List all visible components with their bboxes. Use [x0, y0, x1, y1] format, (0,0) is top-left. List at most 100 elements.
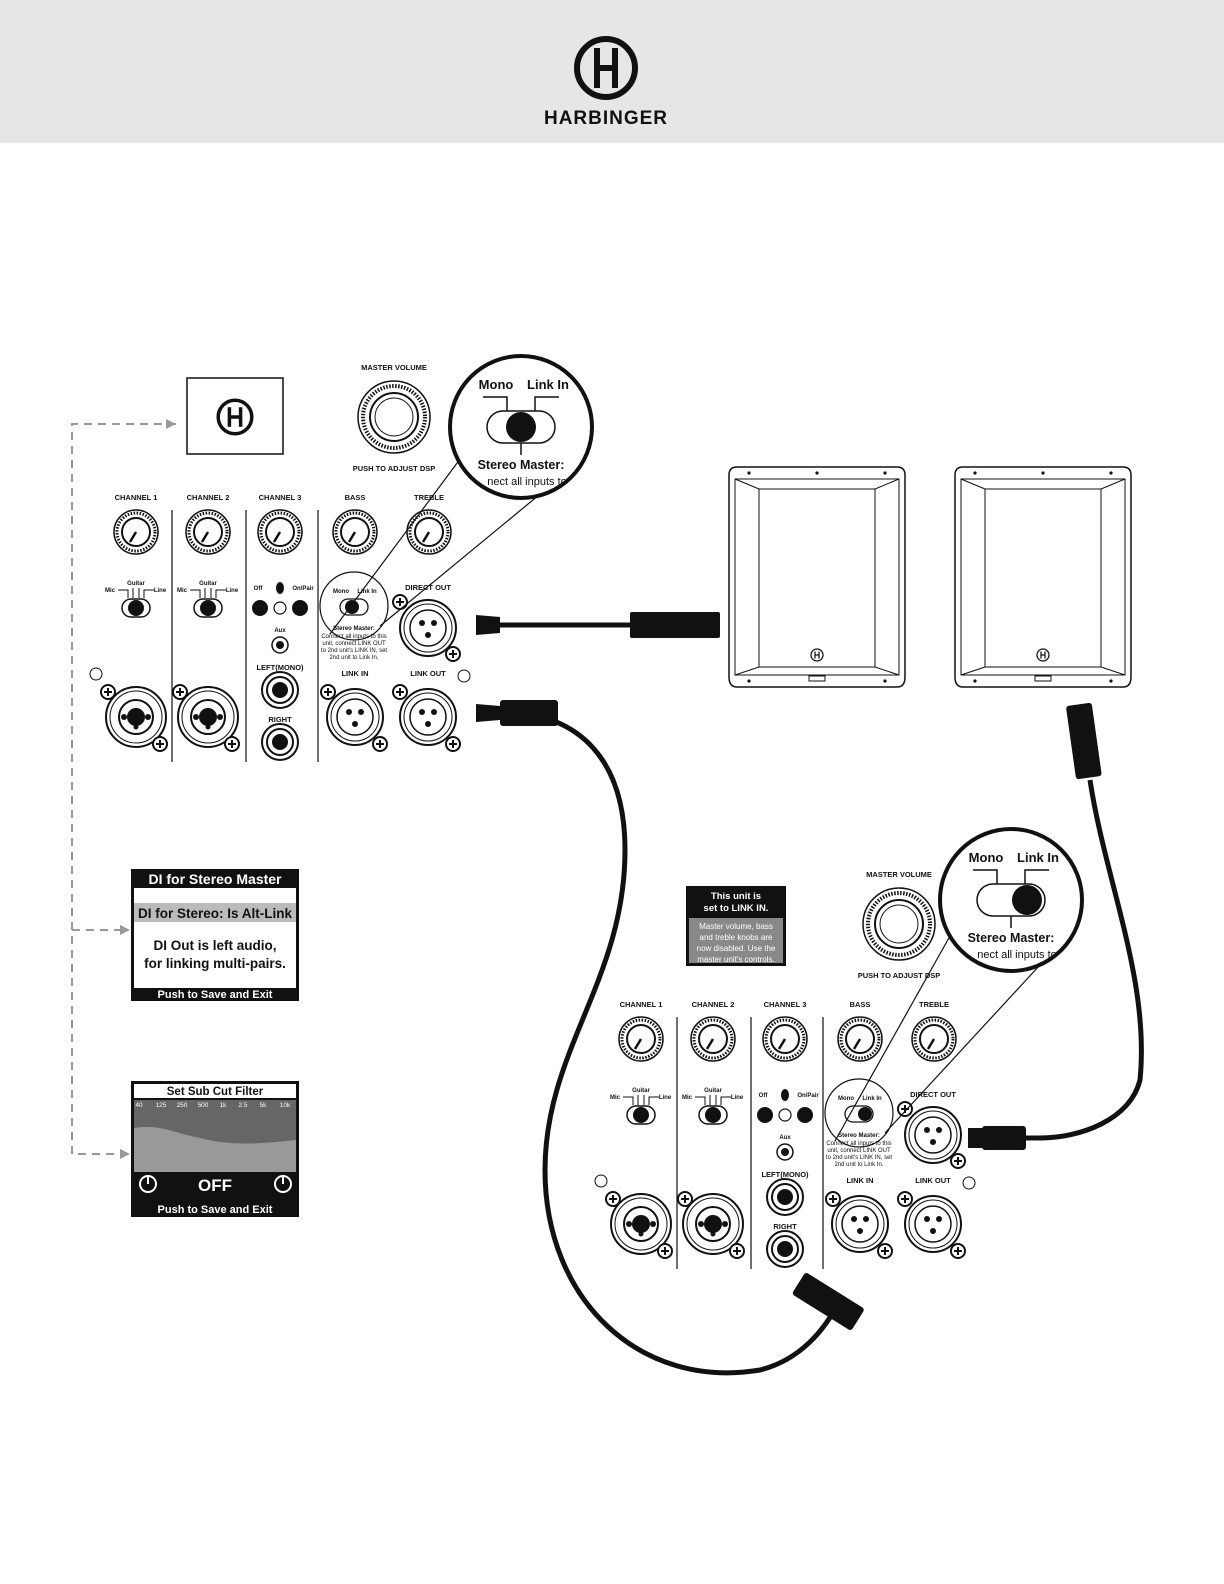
mic-label: Mic [105, 588, 116, 594]
freq-label: 250 [177, 1102, 188, 1109]
knob-icon [139, 1175, 157, 1193]
arrow-head [166, 419, 176, 429]
plus-icon [372, 736, 388, 752]
channel-1-gain-knob[interactable] [617, 1015, 665, 1063]
channel-1-input-switch[interactable] [121, 598, 151, 618]
treble-knob[interactable] [405, 508, 453, 556]
mono-link-switch[interactable] [844, 1105, 874, 1123]
knob-icon [274, 1175, 292, 1193]
notice-body-1: Master volume, bass [699, 922, 773, 931]
link-in-jack[interactable] [326, 688, 384, 746]
lcd-stereo-title: DI for Stereo Master [148, 871, 282, 887]
aux-jack[interactable] [271, 636, 289, 654]
plus-icon [152, 736, 168, 752]
stereo-note-line: unit, connect LINK OUT [322, 641, 386, 647]
channel-1-input-switch[interactable] [626, 1105, 656, 1125]
channel-3-label: CHANNEL 3 [764, 1000, 807, 1009]
left-mono-jack[interactable] [261, 671, 299, 709]
link-out-jack[interactable] [399, 688, 457, 746]
arrow-head [120, 925, 130, 935]
right-label: RIGHT [773, 1222, 797, 1231]
zoom-mono-link-switch [976, 883, 1046, 917]
link-in-jack[interactable] [831, 1195, 889, 1253]
stereo-note-line: to 2nd unit's LINK IN, set [826, 1155, 893, 1161]
switch-indicator [623, 1095, 659, 1105]
plus-icon [392, 684, 408, 700]
xlr-cables [476, 612, 1144, 1376]
guitar-label: Guitar [704, 1088, 722, 1094]
channel-3-gain-knob[interactable] [256, 508, 304, 556]
link-in-label: LINK IN [846, 1176, 873, 1185]
left-mono-label: LEFT(MONO) [761, 1170, 809, 1179]
bt-on-label: On/Pair [797, 1093, 819, 1099]
bass-knob[interactable] [331, 508, 379, 556]
zoom-stereo-master-label: Stereo Master: [968, 931, 1055, 945]
right-jack[interactable] [261, 723, 299, 761]
aux-jack[interactable] [776, 1143, 794, 1161]
link-in-label: LINK IN [341, 669, 368, 678]
bass-knob[interactable] [836, 1015, 884, 1063]
stereo-note-line: to 2nd unit's LINK IN, set [321, 648, 388, 654]
ground-icon [457, 669, 471, 683]
link-out-jack[interactable] [904, 1195, 962, 1253]
bluetooth-switch[interactable] [252, 600, 308, 616]
mic-label: Mic [177, 588, 188, 594]
link-in-notice: This unit is set to LINK IN. Master volu… [686, 886, 786, 966]
notice-title-2: set to LINK IN. [704, 903, 769, 914]
direct-out-jack[interactable] [904, 1106, 962, 1164]
treble-knob[interactable] [910, 1015, 958, 1063]
ground-icon [594, 1174, 608, 1188]
dashed-flow [71, 423, 176, 1155]
channel-3-gain-knob[interactable] [761, 1015, 809, 1063]
channel-2-gain-knob[interactable] [184, 508, 232, 556]
mono-label: Mono [838, 1096, 854, 1102]
plus-icon [392, 594, 408, 610]
left-mono-label: LEFT(MONO) [256, 663, 304, 672]
lcd-stereo-selected: DI for Stereo: Is Alt-Link [138, 906, 293, 921]
push-dsp-label: PUSH TO ADJUST DSP [858, 971, 941, 980]
guitar-label: Guitar [127, 581, 145, 587]
plus-icon [657, 1243, 673, 1259]
freq-label: 40 [135, 1102, 143, 1109]
channel-2-gain-knob[interactable] [689, 1015, 737, 1063]
left-mono-jack[interactable] [766, 1178, 804, 1216]
freq-label: 1k [220, 1102, 228, 1109]
aux-label: Aux [274, 628, 286, 634]
direct-out-label: DIRECT OUT [405, 583, 451, 592]
channel-1-label: CHANNEL 1 [620, 1000, 663, 1009]
bluetooth-switch[interactable] [757, 1107, 813, 1123]
lcd-subcut-footer: Push to Save and Exit [158, 1204, 273, 1216]
channel-1-gain-knob[interactable] [112, 508, 160, 556]
direct-out-jack[interactable] [399, 599, 457, 657]
zoom-guide [834, 919, 960, 1142]
bt-off-label: Off [254, 586, 264, 592]
plus-icon [172, 684, 188, 700]
plus-icon [877, 1243, 893, 1259]
stereo-note-line: unit, connect LINK OUT [827, 1148, 891, 1154]
lcd-subcut-title: Set Sub Cut Filter [167, 1086, 264, 1098]
channel-2-input-switch[interactable] [193, 598, 223, 618]
plus-icon [897, 1191, 913, 1207]
channel-2-input-switch[interactable] [698, 1105, 728, 1125]
master-volume-knob[interactable] [862, 887, 936, 961]
zoom-link-in-label: Link In [1017, 850, 1059, 865]
right-jack[interactable] [766, 1230, 804, 1268]
plus-icon [950, 1243, 966, 1259]
harbinger-logo: HARBINGER [544, 36, 667, 129]
channel-2-label: CHANNEL 2 [187, 493, 230, 502]
ground-icon [962, 1176, 976, 1190]
channel-2-label: CHANNEL 2 [692, 1000, 735, 1009]
guitar-label: Guitar [632, 1088, 650, 1094]
freq-label: 500 [198, 1102, 209, 1109]
zoom-note-partial: nect all inputs to [977, 949, 1057, 961]
bass-label: BASS [850, 1000, 871, 1009]
zoom-mono-label: Mono [479, 377, 514, 392]
master-volume-knob[interactable] [357, 380, 431, 454]
stereo-master-label: Stereo Master: [333, 626, 375, 632]
mic-label: Mic [682, 1095, 693, 1101]
zoom-mono-link-switch [486, 410, 556, 444]
right-label: RIGHT [268, 715, 292, 724]
zoom-stereo-master-label: Stereo Master: [478, 458, 565, 472]
